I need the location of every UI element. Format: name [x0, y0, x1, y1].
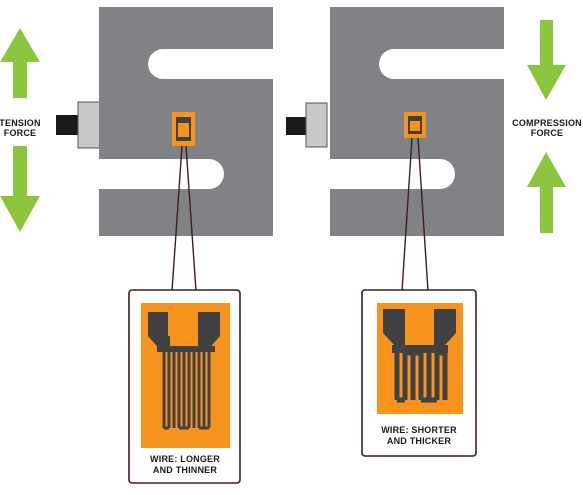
wire-callout-card: WIRE: SHORTER AND THICKER: [361, 289, 477, 457]
leader-line: [185, 145, 197, 292]
arrow-up-icon: [527, 152, 566, 233]
strain-gauge-icon: [172, 112, 195, 146]
compression-force-label-line2: FORCE: [531, 128, 564, 138]
wire-label-line1: WIRE: LONGER: [150, 454, 220, 464]
connector-plug-icon: [286, 102, 328, 148]
leader-line: [401, 137, 413, 292]
compression-assembly: WIRE: SHORTER AND THICKER COMPRESSION FO…: [286, 7, 582, 457]
wire-label-line2: AND THINNER: [153, 465, 217, 475]
tension-force-label-line2: FORCE: [4, 128, 37, 138]
arrow-down-icon: [0, 146, 40, 232]
leader-line: [417, 137, 429, 292]
arrow-up-icon: [0, 28, 40, 98]
tension-force-label-line1: TENSION: [0, 118, 41, 128]
wire-label-line1: WIRE: SHORTER: [381, 425, 457, 435]
arrow-down-icon: [527, 20, 566, 100]
wire-label-line2: AND THICKER: [387, 436, 451, 446]
connector-plug-icon: [56, 101, 101, 149]
compression-force-label-line1: COMPRESSION: [512, 118, 582, 128]
wire-callout-card: WIRE: LONGER AND THINNER: [128, 289, 241, 484]
strain-gauge-icon: [404, 112, 426, 138]
leader-line: [171, 145, 183, 292]
tension-assembly: TENSION FORCE W: [0, 7, 273, 484]
